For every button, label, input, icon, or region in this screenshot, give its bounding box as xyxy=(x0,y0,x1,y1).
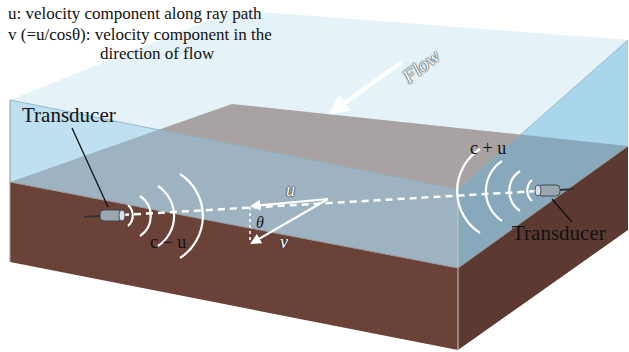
flow-arrow xyxy=(332,62,402,112)
speed-label: c − u xyxy=(150,232,186,252)
sound-waves-left xyxy=(128,174,203,258)
box-edge xyxy=(10,100,11,262)
velocity-vectors xyxy=(250,199,328,243)
vector-label: v xyxy=(280,232,288,252)
water-side-face xyxy=(458,40,628,268)
speed-label: c + u xyxy=(470,138,506,158)
angle-label: θ xyxy=(256,214,264,232)
box-edge xyxy=(458,190,459,350)
water-front-face xyxy=(10,100,458,268)
leader-line xyxy=(552,199,572,222)
transducer-left xyxy=(84,210,125,221)
leader-line xyxy=(72,128,108,207)
vector-label: u xyxy=(286,180,295,200)
sound-waves-right xyxy=(457,149,532,233)
bed-edge xyxy=(10,146,628,268)
note-text: u: velocity component along ray path xyxy=(8,4,262,23)
transducer-right xyxy=(535,185,574,196)
part-label: Transducer xyxy=(512,222,606,246)
note-text: v (=u/cosθ): velocity component in the d… xyxy=(8,25,300,63)
ray-path xyxy=(122,191,538,215)
part-label: Transducer xyxy=(22,104,116,128)
